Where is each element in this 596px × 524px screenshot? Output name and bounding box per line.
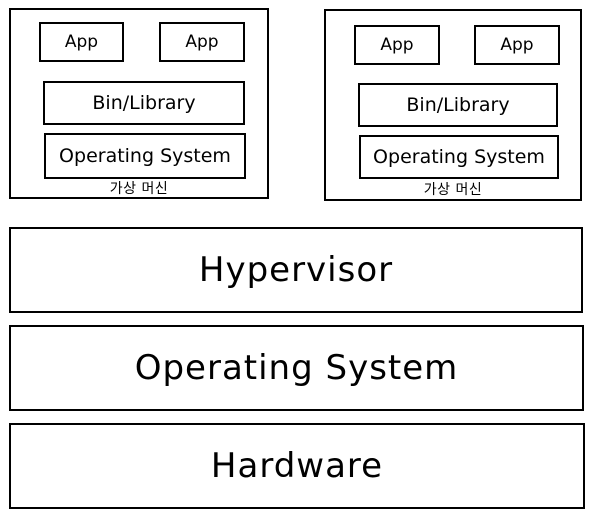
host-os-layer: Operating System xyxy=(9,325,584,411)
hypervisor-label: Hypervisor xyxy=(198,250,394,290)
hypervisor-layer: Hypervisor xyxy=(9,227,583,313)
vm1-app-2: App xyxy=(159,22,245,62)
virtual-machine-1: App App Bin/Library Operating System 가상 … xyxy=(9,8,269,199)
hardware-label: Hardware xyxy=(210,446,384,486)
hardware-layer: Hardware xyxy=(9,423,585,509)
vm1-guest-os: Operating System xyxy=(44,133,246,179)
vm2-app-1-label: App xyxy=(380,35,414,55)
vm2-caption: 가상 머신 xyxy=(423,182,483,198)
vm1-app-1-label: App xyxy=(64,32,99,52)
vm1-app-1: App xyxy=(39,22,124,62)
vm2-app-2-label: App xyxy=(500,35,534,55)
vm2-bin-library: Bin/Library xyxy=(358,83,558,127)
virtual-machine-2: App App Bin/Library Operating System 가상 … xyxy=(324,9,582,201)
vm2-app-2: App xyxy=(474,25,560,65)
host-os-label: Operating System xyxy=(134,348,459,388)
vm1-guest-os-label: Operating System xyxy=(59,145,231,167)
vm2-app-1: App xyxy=(354,25,440,65)
vm2-guest-os-label: Operating System xyxy=(373,146,545,168)
vm1-app-2-label: App xyxy=(185,32,219,52)
vm2-bin-library-label: Bin/Library xyxy=(406,94,510,116)
vm1-bin-library-label: Bin/Library xyxy=(92,92,196,114)
vm2-guest-os: Operating System xyxy=(359,135,559,179)
vm1-caption: 가상 머신 xyxy=(109,181,169,197)
vm1-bin-library: Bin/Library xyxy=(43,81,245,125)
